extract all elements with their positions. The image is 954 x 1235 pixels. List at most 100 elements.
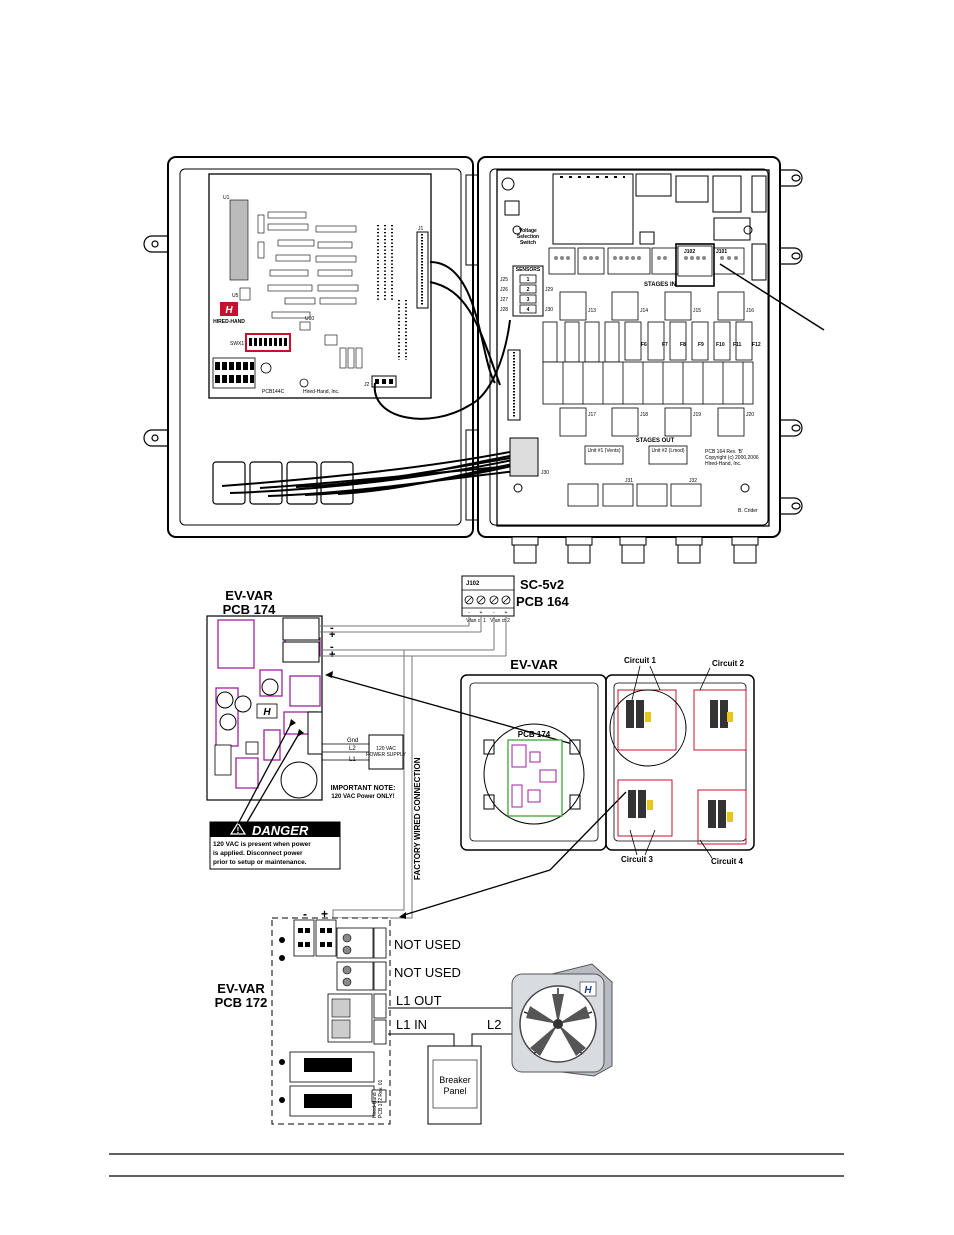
- right-circuit-board: Voltage Selection Switch SENSORS 1 2 3 4…: [496, 169, 825, 527]
- ev-var-enclosure: EV-VAR PCB 174: [460, 656, 755, 866]
- label-u10: U10: [305, 316, 314, 322]
- factory-wired-label: FACTORY WIRED CONNECTION: [413, 757, 422, 880]
- label-u1: U1: [223, 195, 230, 201]
- voltage-switch-line3: Switch: [520, 240, 536, 246]
- danger-text-line1: 120 VAC is present when power: [213, 841, 311, 848]
- jack-j14: J14: [640, 308, 648, 314]
- fuse-f6: F6: [641, 342, 647, 348]
- unit1-label: Unit #1 (Vents): [587, 448, 620, 454]
- jack-j15: J15: [693, 308, 701, 314]
- sc5v2-pin1: -: [468, 610, 470, 616]
- maker-label: Hired-Hand, Inc.: [303, 389, 339, 395]
- fuse-f10: F10: [716, 342, 725, 348]
- pcb174-title: EV-VAR: [225, 588, 273, 603]
- pcb172-plus: +: [321, 907, 328, 921]
- hired-hand-brand: HIRED-HAND: [213, 319, 245, 325]
- j102-label: J102: [466, 581, 480, 587]
- pcb174-minus-1: -: [330, 622, 334, 634]
- unit2-label: Unit #2 (Lmod): [651, 448, 684, 454]
- label-l2: L2: [487, 1017, 501, 1032]
- fuse-f7: F7: [662, 342, 668, 348]
- breaker-line1: Breaker: [439, 1075, 471, 1085]
- pcb172-board: - + EV-: [215, 907, 540, 1125]
- jack-j30-sensors: J30: [545, 307, 553, 313]
- important-note-line1: IMPORTANT NOTE:: [331, 785, 396, 792]
- pcb172-minus: -: [303, 907, 307, 921]
- voltage-switch-line1: Voltage: [519, 228, 537, 234]
- sc5v2-pin4: +: [505, 610, 508, 616]
- sensor-2: 2: [527, 287, 530, 293]
- pointer-arrows: [237, 675, 627, 916]
- jack-j13: J13: [588, 308, 596, 314]
- svg-text:H: H: [225, 305, 233, 316]
- svg-text:H: H: [263, 707, 271, 718]
- sc5v2-title: SC-5v2: [520, 577, 564, 592]
- pcb164-info-line2: Copyright (c) 2000,2006: [705, 455, 759, 461]
- pcb174-plus-1: +: [329, 629, 335, 641]
- jack-j26: J26: [500, 287, 508, 293]
- controller-enclosure: [143, 156, 803, 564]
- signature: B. Crider: [738, 508, 758, 514]
- pcb172-title: EV-VAR: [217, 981, 265, 996]
- label-j1: J1: [418, 226, 424, 232]
- stages-in-label: STAGES IN: [644, 282, 676, 288]
- jack-j19: J19: [693, 412, 701, 418]
- power-supply-line2: POWER SUPPLY: [366, 752, 406, 758]
- sensors-title: SENSORS: [516, 267, 541, 273]
- jack-j30: J30: [541, 470, 549, 476]
- left-circuit-board: H HIRED-HAND U1 U5 U10 J1 J2 SWX1: [208, 173, 432, 399]
- supply-l1: L1: [349, 757, 356, 763]
- ev-var-pcb174-label: PCB 174: [518, 730, 551, 739]
- fuse-f11: F11: [733, 342, 742, 348]
- power-supply-line1: 120 VAC: [376, 746, 396, 752]
- sensor-4: 4: [527, 307, 530, 313]
- jack-j25: J25: [500, 277, 508, 283]
- svg-text:H: H: [584, 985, 592, 996]
- sc5v2-subtitle: PCB 164: [516, 594, 570, 609]
- jack-j32: J32: [689, 478, 697, 484]
- pcb144c-label: PCB144C: [262, 389, 285, 395]
- fuse-f12: F12: [752, 342, 761, 348]
- sc5v2-connector: J102 - + - + Vfan ct 1 Vfan ct 2 SC-5v2 …: [461, 575, 570, 624]
- danger-text-line3: prior to setup or maintenance.: [213, 859, 307, 866]
- pcb164-info-line3: Hired-Hand, Inc.: [705, 461, 741, 467]
- jack-j18: J18: [640, 412, 648, 418]
- jack-j17: J17: [588, 412, 596, 418]
- pcb174-plus-2: +: [329, 649, 335, 661]
- label-not-used-2: NOT USED: [394, 965, 461, 980]
- label-not-used-1: NOT USED: [394, 937, 461, 952]
- jack-j101: J101: [716, 249, 727, 255]
- jack-j27: J27: [500, 297, 508, 303]
- ev-var-title: EV-VAR: [510, 657, 558, 672]
- sc5v2-pin3: -: [493, 610, 495, 616]
- circuit-3: Circuit 3: [621, 855, 654, 864]
- jack-j29: J29: [545, 287, 553, 293]
- label-u5: U5: [232, 293, 239, 299]
- important-note-line2: 120 VAC Power ONLY!: [331, 794, 394, 800]
- jack-j31: J31: [625, 478, 633, 484]
- supply-gnd: Gnd: [347, 738, 358, 744]
- danger-title: DANGER: [252, 823, 309, 838]
- jack-j102: J102: [684, 249, 695, 255]
- jack-j28: J28: [500, 307, 508, 313]
- sensor-1: 1: [527, 277, 530, 283]
- pcb172-maker-line1: Hired-Hand: [372, 1092, 378, 1118]
- pcb174-board: EV-VAR PCB 174 H - + - +: [206, 588, 507, 920]
- label-j2: J2: [364, 382, 370, 388]
- jack-j16: J16: [746, 308, 754, 314]
- pcb164-info-line1: PCB 164 Rev. 'B': [705, 449, 743, 455]
- cable-bundle: [221, 261, 535, 497]
- pcb174-subtitle: PCB 174: [223, 602, 277, 617]
- fan-icon: H: [511, 963, 613, 1077]
- pcb172-subtitle: PCB 172: [215, 995, 268, 1010]
- pcb174-minus-2: -: [330, 641, 334, 653]
- circuit-4: Circuit 4: [711, 857, 744, 866]
- sc5v2-pinlabel1: Vfan ct 1: [466, 618, 486, 624]
- danger-text-line2: is applied. Disconnect power: [213, 850, 303, 857]
- sc5v2-pin2: +: [480, 610, 483, 616]
- sensor-3: 3: [527, 297, 530, 303]
- circuit-2: Circuit 2: [712, 659, 745, 668]
- svg-text:!: !: [237, 826, 240, 835]
- danger-warning: ! DANGER 120 VAC is present when power i…: [209, 821, 341, 870]
- stages-out-label: STAGES OUT: [636, 438, 675, 444]
